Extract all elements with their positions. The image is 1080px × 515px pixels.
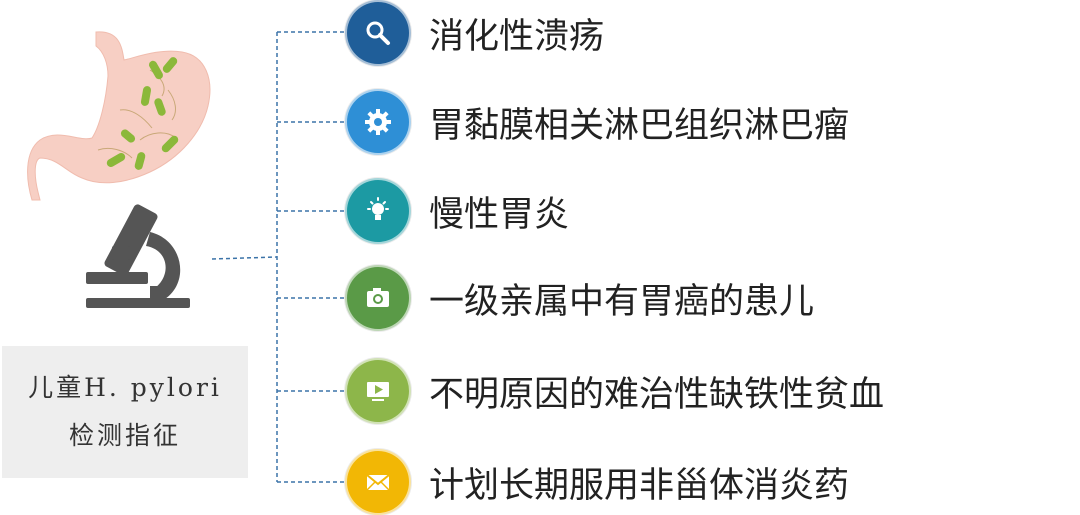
envelope-icon [366, 474, 390, 491]
play-screen-icon [367, 382, 389, 401]
caption-box: 儿童H. pylori 检测指征 [2, 346, 248, 478]
camera-icon [367, 288, 389, 307]
search-icon [366, 21, 390, 45]
caption-line-1: 儿童H. pylori [28, 373, 222, 402]
gear-icon [365, 109, 391, 135]
list-item-peptic-ulcer: 消化性溃疡 [345, 0, 604, 66]
item-icon-circle [345, 358, 411, 424]
item-icon-circle [345, 0, 411, 66]
connector-lines [211, 31, 347, 483]
caption-line-2: 检测指征 [68, 421, 181, 450]
list-item-nsaid-use: 计划长期服用非甾体消炎药 [345, 449, 849, 515]
microscope-icon [86, 204, 190, 308]
item-icon-circle [345, 449, 411, 515]
list-item-family-gastric-cancer: 一级亲属中有胃癌的患儿 [345, 265, 814, 331]
item-label: 计划长期服用非甾体消炎药 [429, 465, 850, 506]
stomach-icon [27, 31, 211, 201]
list-item-iron-deficiency-anemia: 不明原因的难治性缺铁性贫血 [345, 358, 884, 424]
list-item-malt-lymphoma: 胃黏膜相关淋巴组织淋巴瘤 [345, 89, 849, 155]
illustration [27, 31, 211, 308]
item-label: 不明原因的难治性缺铁性贫血 [429, 374, 885, 415]
list-item-chronic-gastritis: 慢性胃炎 [345, 178, 569, 244]
item-icon-circle [345, 89, 411, 155]
item-label: 消化性溃疡 [429, 16, 605, 57]
item-label: 一级亲属中有胃癌的患儿 [429, 281, 815, 322]
item-icon-circle [345, 265, 411, 331]
lightbulb-icon [367, 197, 389, 220]
item-icon-circle [345, 178, 411, 244]
item-label: 胃黏膜相关淋巴组织淋巴瘤 [429, 105, 850, 146]
item-label: 慢性胃炎 [429, 194, 570, 235]
